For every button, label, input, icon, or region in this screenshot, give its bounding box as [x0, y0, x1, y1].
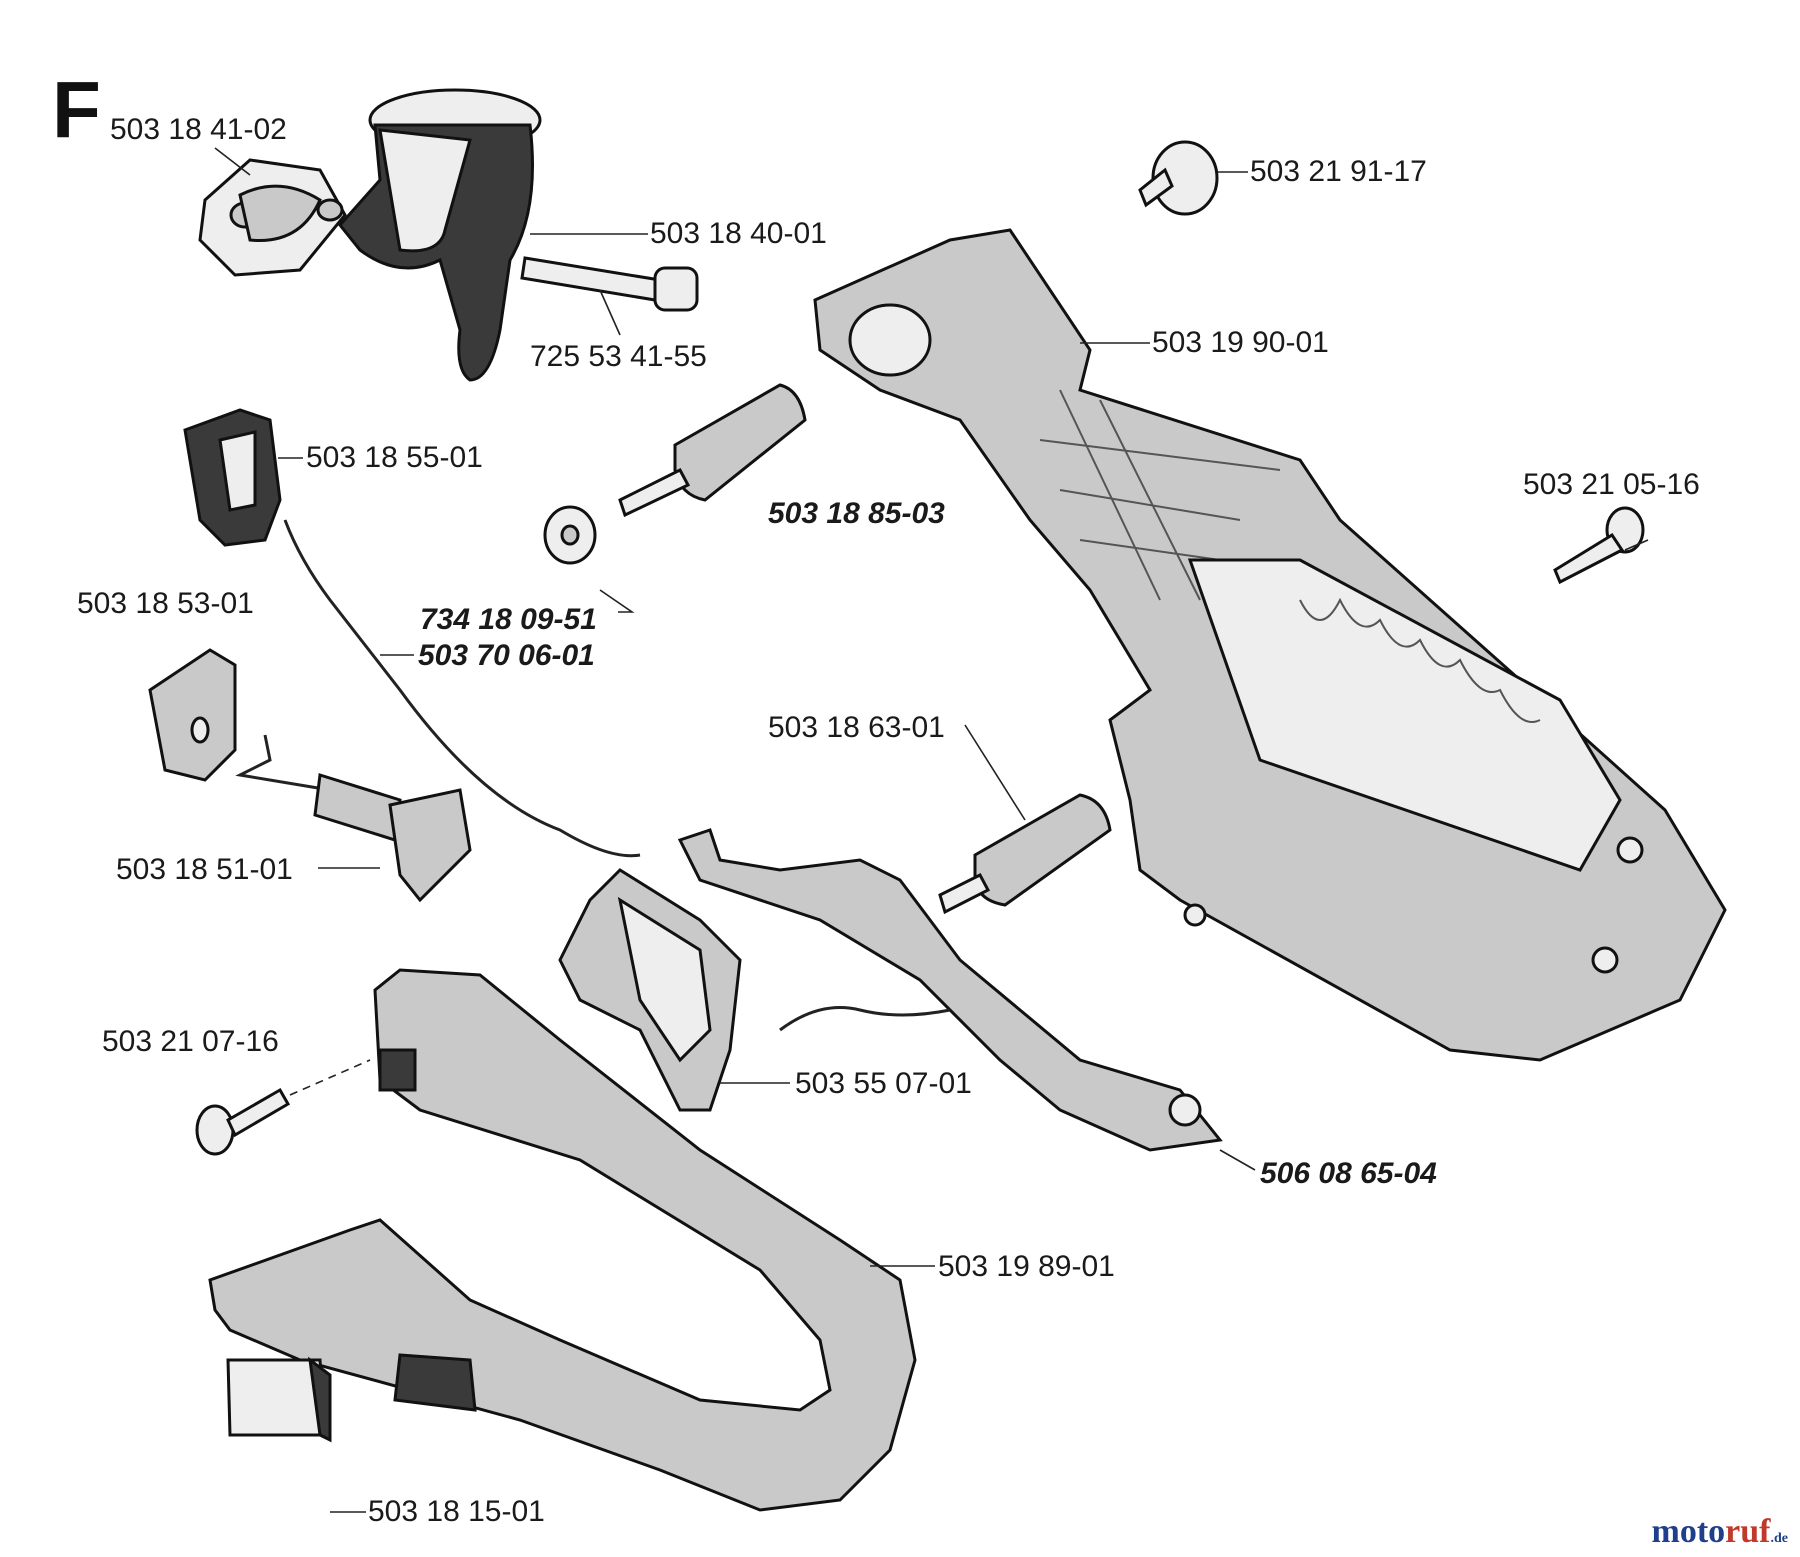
washer-screw-top-part	[1138, 140, 1219, 216]
part-label-503-18-55-01: 503 18 55-01	[306, 441, 483, 474]
part-label-503-70-06-01: 503 70 06-01	[418, 639, 595, 672]
choke-lever-part	[235, 734, 472, 903]
cable-clip-part	[183, 408, 282, 547]
long-screw-part	[520, 256, 699, 312]
intake-funnel-part	[338, 88, 542, 382]
trigger-lock-part	[558, 868, 742, 1112]
part-label-503-21-05-16: 503 21 05-16	[1523, 468, 1700, 501]
av-spring-top-part	[618, 383, 807, 518]
watermark-logo: motoruf.de	[1651, 1513, 1788, 1550]
av-spring-bottom-part	[938, 793, 1112, 915]
part-label-506-08-65-04: 506 08 65-04	[1260, 1157, 1437, 1190]
part-label-503-18-15-01: 503 18 15-01	[368, 1495, 545, 1528]
part-label-503-18-53-01: 503 18 53-01	[77, 587, 254, 620]
throttle-cable-part	[283, 519, 641, 858]
rear-handle-housing-part	[813, 228, 1727, 1062]
leader-lines	[214, 147, 1649, 1513]
part-label-725-53-41-55: 725 53 41-55	[530, 340, 707, 373]
side-screw-part	[1553, 506, 1645, 585]
handle-screw-part	[195, 1059, 371, 1156]
part-label-503-55-07-01: 503 55 07-01	[795, 1067, 972, 1100]
part-label-734-18-09-51: 734 18 09-51	[420, 603, 597, 636]
part-label-503-18-41-02: 503 18 41-02	[110, 113, 287, 146]
part-label-503-18-63-01: 503 18 63-01	[768, 711, 945, 744]
washer-part	[543, 505, 597, 565]
cover-plate-part	[148, 648, 237, 782]
section-letter: F	[52, 65, 101, 154]
part-label-503-18-85-03: 503 18 85-03	[768, 497, 945, 530]
front-handle-part	[208, 968, 917, 1512]
throttle-trigger-part	[677, 828, 1223, 1152]
part-label-503-18-40-01: 503 18 40-01	[650, 217, 827, 250]
gasket-flange-part	[198, 158, 347, 277]
part-label-503-21-91-17: 503 21 91-17	[1250, 155, 1427, 188]
part-label-503-19-90-01: 503 19 90-01	[1152, 326, 1329, 359]
part-label-503-21-07-16: 503 21 07-16	[102, 1025, 279, 1058]
part-label-503-18-51-01: 503 18 51-01	[116, 853, 293, 886]
switch-button-part	[226, 1356, 332, 1443]
part-label-503-19-89-01: 503 19 89-01	[938, 1250, 1115, 1283]
